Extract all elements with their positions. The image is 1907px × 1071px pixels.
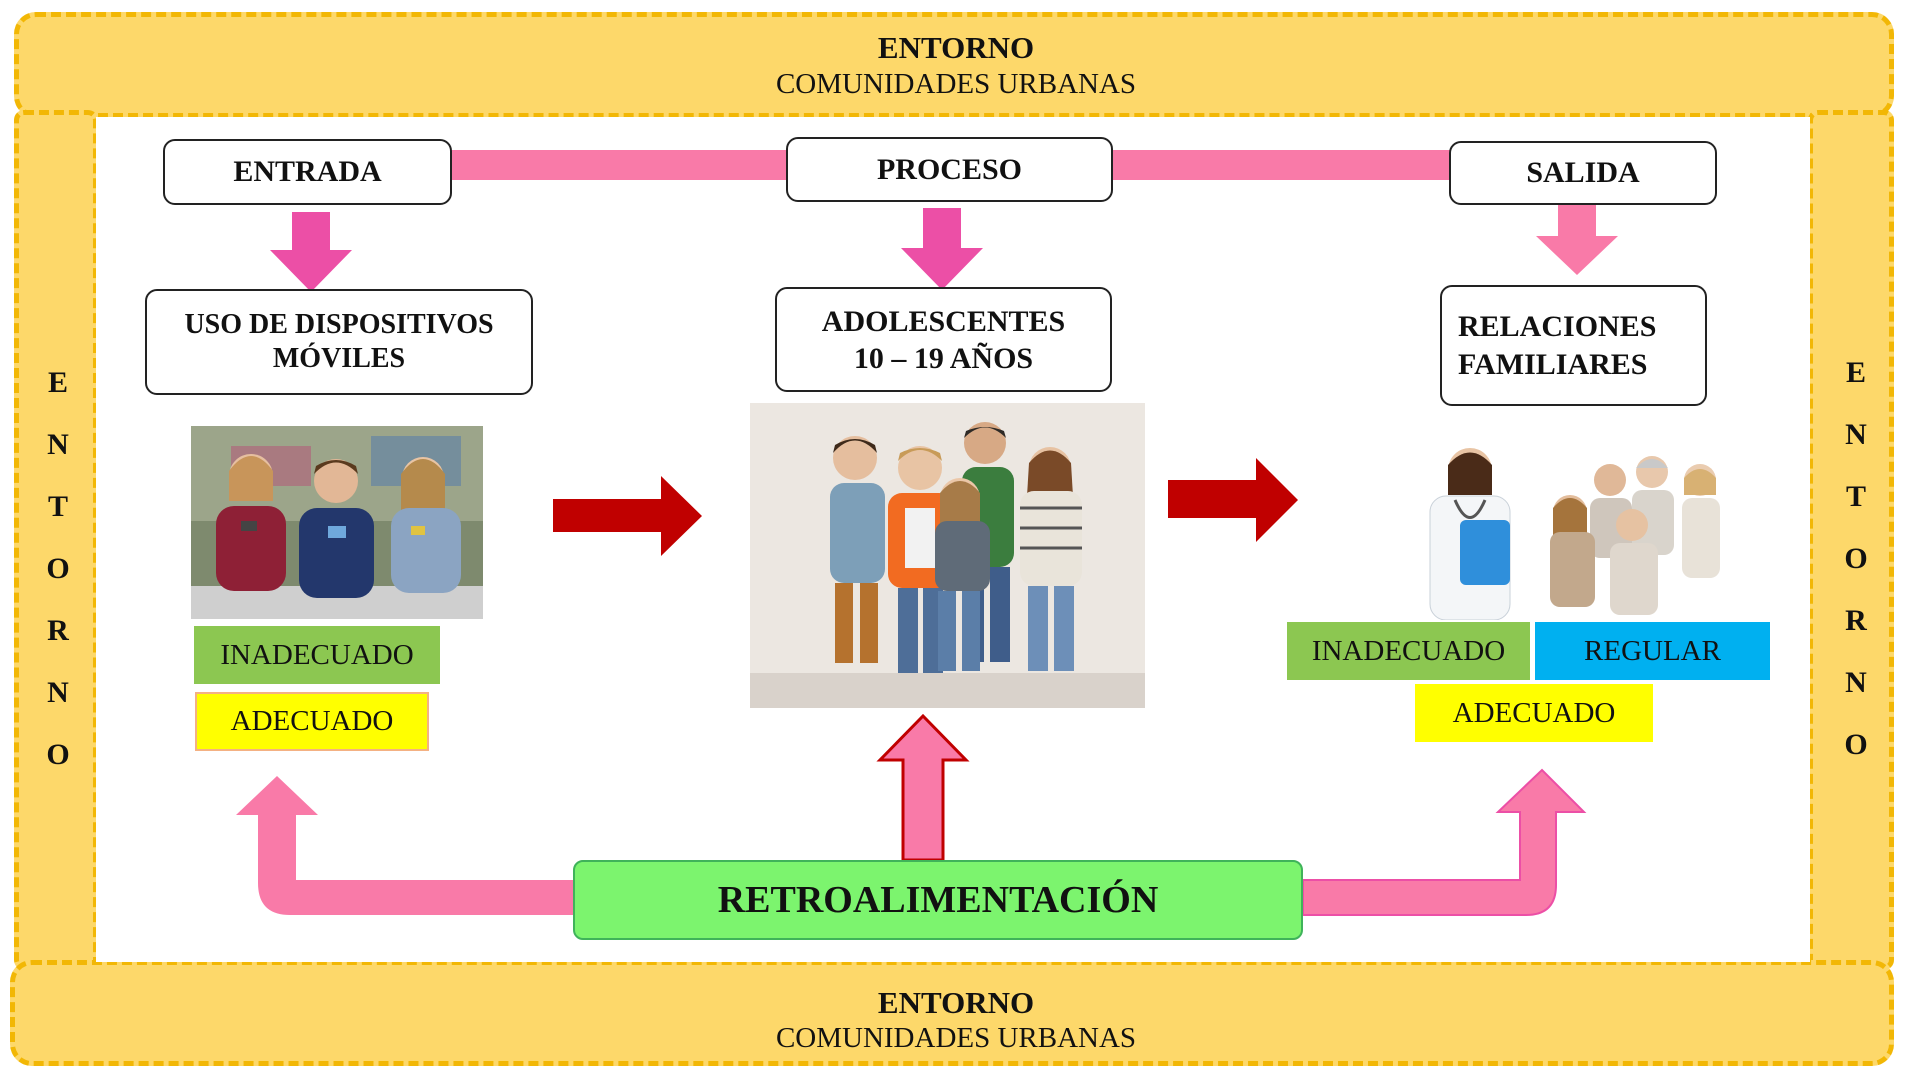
environment-title-bottom: ENTORNO [877,985,1035,1020]
header-input: ENTRADA [163,139,452,205]
environment-vertical-right: E N T O R N O [1836,342,1876,776]
feedback-arrow-process [876,713,970,862]
vertical-letter: N [47,428,69,461]
vertical-letter: N [1845,666,1867,699]
vertical-letter: E [47,366,68,399]
down-arrow-output [1536,205,1618,275]
concept-output-line2: FAMILIARES [1458,347,1648,381]
vertical-letter: E [1845,356,1866,389]
environment-frame-left [14,110,98,970]
concept-output: RELACIONES FAMILIARES [1440,285,1707,406]
doctor-family-illustration [1410,440,1722,620]
vertical-letter: O [46,738,70,771]
teenagers-phones-photo [191,426,483,619]
vertical-letter: N [1845,418,1867,451]
input-level-adequate: ADECUADO [195,692,429,751]
vertical-letter: N [47,676,69,709]
feedback-arrow-input [236,776,573,915]
vertical-letter: O [46,552,70,585]
teenagers-phones-illustration [191,426,483,619]
vertical-letter: R [47,614,69,647]
concept-process: ADOLESCENTES 10 – 19 AÑOS [775,287,1112,392]
output-level-adequate: ADECUADO [1415,684,1653,742]
flow-arrow-input-to-process [553,476,702,556]
down-arrow-process [901,208,983,290]
concept-process-line1: ADOLESCENTES [821,304,1066,338]
environment-subtitle-bottom: COMUNIDADES URBANAS [775,1022,1137,1054]
concept-process-line2: 10 – 19 AÑOS [853,341,1034,375]
environment-frame-top [14,12,1894,118]
flow-arrow-process-to-output [1168,458,1298,542]
feedback-box: RETROALIMENTACIÓN [573,860,1303,940]
vertical-letter: O [1844,728,1868,761]
down-arrow-input [270,212,352,292]
concept-input: USO DE DISPOSITIVOS MÓVILES [145,289,533,395]
vertical-letter: T [1845,480,1866,513]
doctor-family-photo [1410,440,1722,620]
input-level-inadequate: INADECUADO [194,626,440,684]
feedback-arrow-output [1302,768,1587,916]
vertical-letter: R [1845,604,1867,637]
output-level-regular: REGULAR [1535,622,1770,680]
vertical-letter: O [1844,542,1868,575]
header-output: SALIDA [1449,141,1717,205]
concept-output-line1: RELACIONES [1458,309,1657,343]
environment-vertical-left: E N T O R N O [38,352,78,786]
vertical-letter: T [47,490,68,523]
environment-subtitle-top: COMUNIDADES URBANAS [775,68,1137,100]
adolescents-group-photo [750,403,1145,708]
header-process: PROCESO [786,137,1113,202]
environment-title-top: ENTORNO [877,30,1035,65]
environment-frame-bottom [10,960,1894,1066]
output-level-inadequate: INADECUADO [1287,622,1530,680]
adolescents-group-illustration [750,403,1145,708]
